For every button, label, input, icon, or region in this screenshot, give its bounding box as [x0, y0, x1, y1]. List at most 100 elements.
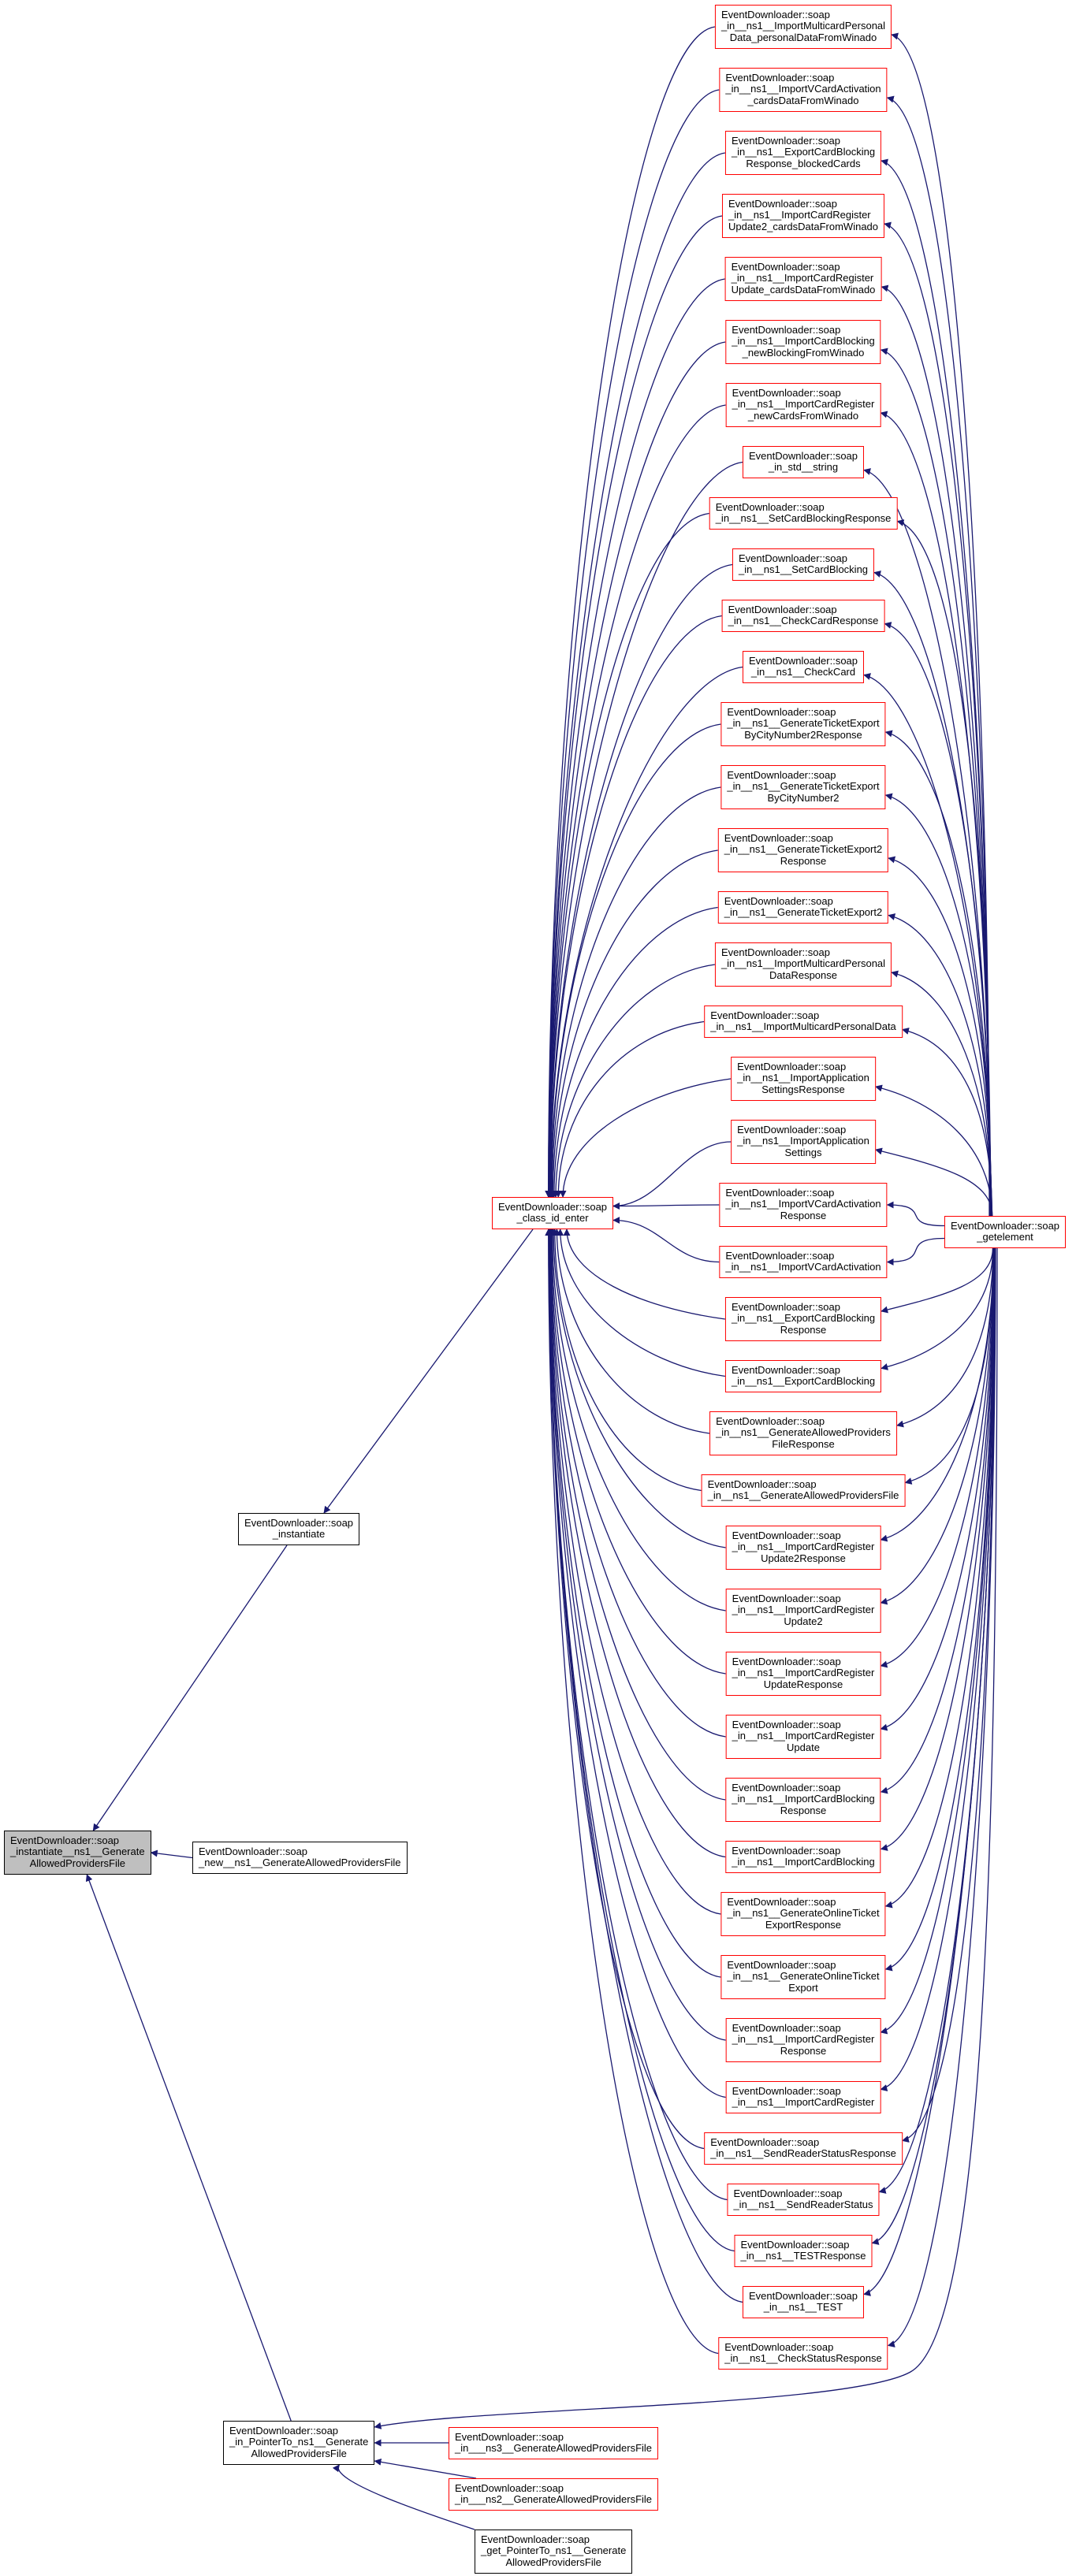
call-edge — [886, 1237, 945, 1266]
node-label-line: Response — [780, 1804, 827, 1816]
node-soap-in-in-ns1-importvcardactivation[interactable]: EventDownloader::soap_in__ns1__ImportVCa… — [719, 1246, 888, 1278]
call-edge — [884, 1247, 996, 1909]
node-soap-getelement[interactable]: EventDownloader::soap_getelement — [944, 1216, 1067, 1248]
node-soap-in-in-ns1-generateticketexport2response[interactable]: EventDownloader::soap_in__ns1__GenerateT… — [717, 828, 889, 872]
node-soap-in-in-ns1-importcardregisterresponse[interactable]: EventDownloader::soap_in__ns1__ImportCar… — [725, 2018, 881, 2062]
node-soap-in-in-ns1-testresponse[interactable]: EventDownloader::soap_in__ns1__TESTRespo… — [734, 2235, 873, 2267]
node-label-line: EventDownloader::soap — [727, 769, 836, 781]
node-soap-in-in-ns1-importcardregisterupdate2response[interactable]: EventDownloader::soap_in__ns1__ImportCar… — [725, 1526, 881, 1570]
node-label-line: EventDownloader::soap — [727, 706, 836, 718]
node-label-line: _in__ns1__GenerateOnlineTicket — [727, 1907, 880, 1920]
node-soap-get-pointer-to-generate-allowed-providers-file[interactable]: EventDownloader::soap_get_PointerTo_ns1_… — [475, 2530, 633, 2574]
node-soap-in-in-ns1-importapplicationsettings[interactable]: EventDownloader::soap_in__ns1__ImportApp… — [731, 1120, 876, 1164]
node-soap-in-pointer-to-generate-allowed-providers-file[interactable]: EventDownloader::soap_in_PointerTo_ns1__… — [223, 2421, 375, 2465]
node-soap-in-in-ns1-generateallowedprovidersfile[interactable]: EventDownloader::soap_in__ns1__GenerateA… — [701, 1474, 906, 1507]
node-soap-in-in-ns1-importcardblocking-newblockingfromwinado[interactable]: EventDownloader::soap_in__ns1__ImportCar… — [725, 320, 881, 364]
node-label-line: EventDownloader::soap — [732, 324, 841, 336]
node-soap-in-in-ns1-importcardblockingresponse[interactable]: EventDownloader::soap_in__ns1__ImportCar… — [725, 1778, 881, 1822]
node-label-line: EventDownloader::soap — [728, 604, 837, 615]
node-soap-in-in-ns1-generateallowedprovidersfileresponse[interactable]: EventDownloader::soap_in__ns1__GenerateA… — [709, 1411, 897, 1455]
node-label-line: _in__ns1__ImportCardRegister — [732, 2096, 875, 2109]
node-label-line: _new__ns1__GenerateAllowedProvidersFile — [199, 1857, 401, 1869]
node-soap-in-in-ns1-importvcardactivation-cardsdatafromwinado[interactable]: EventDownloader::soap_in__ns1__ImportVCa… — [719, 68, 888, 112]
node-label-line: EventDownloader::soap — [732, 1719, 841, 1730]
call-edge — [548, 1229, 726, 1675]
node-label-line: _in__ns1__SendReaderStatus — [733, 2199, 873, 2211]
node-soap-in-in-ns1-test[interactable]: EventDownloader::soap_in__ns1__TEST — [742, 2286, 865, 2318]
node-label-line: _in__ns1__ImportCardBlocking — [732, 1793, 875, 1805]
call-edge — [546, 1229, 726, 1801]
call-edge — [545, 1229, 726, 2098]
node-soap-in-in-ns1-generateticketexport2[interactable]: EventDownloader::soap_in__ns1__GenerateT… — [717, 891, 889, 924]
node-soap-in-in-ns1-importmulticardpersonaldataresponse[interactable]: EventDownloader::soap_in__ns1__ImportMul… — [714, 942, 892, 987]
node-soap-in-in-ns1-importcardregisterupdateresponse[interactable]: EventDownloader::soap_in__ns1__ImportCar… — [725, 1652, 881, 1696]
node-label-line: EventDownloader::soap — [199, 1846, 308, 1857]
node-soap-new-generate-allowed-providers-file[interactable]: EventDownloader::soap_new__ns1__Generate… — [192, 1842, 408, 1874]
node-label-line: _in__ns1__ImportCardBlocking — [732, 335, 875, 348]
call-edge — [545, 461, 743, 1198]
node-label-line: Export — [788, 1981, 818, 1994]
node-soap-in-in-ns1-setcardblocking[interactable]: EventDownloader::soap_in__ns1__SetCardBl… — [732, 548, 875, 581]
node-label-line: _in___ns2__GenerateAllowedProvidersFile — [455, 2493, 653, 2506]
node-label-line: _in__ns1__ImportApplication — [737, 1135, 869, 1147]
node-soap-in-in-ns1-sendreaderstatusresponse[interactable]: EventDownloader::soap_in__ns1__SendReade… — [704, 2132, 903, 2165]
node-label-line: _in_PointerTo_ns1__Generate — [229, 2436, 369, 2448]
node-soap-class-id-enter[interactable]: EventDownloader::soap_class_id_enter — [492, 1197, 614, 1229]
node-soap-in-in-ns1-checkstatusresponse[interactable]: EventDownloader::soap_in__ns1__CheckStat… — [718, 2337, 888, 2370]
node-soap-in-in-ns1-exportcardblocking[interactable]: EventDownloader::soap_in__ns1__ExportCar… — [724, 1360, 882, 1392]
call-edge — [863, 1247, 996, 2296]
node-soap-in-in-ns1-importvcardactivationresponse[interactable]: EventDownloader::soap_in__ns1__ImportVCa… — [719, 1183, 888, 1227]
node-soap-in-in-ns1-importcardregisterupdate-cardsdatafromwinado[interactable]: EventDownloader::soap_in__ns1__ImportCar… — [724, 257, 882, 301]
node-soap-in-in-ns1-importcardregister-newcardsfromwinado[interactable]: EventDownloader::soap_in__ns1__ImportCar… — [725, 383, 881, 427]
node-label-line: EventDownloader::soap — [720, 9, 830, 20]
node-soap-in-in-ns1-sendreaderstatus[interactable]: EventDownloader::soap_in__ns1__SendReade… — [727, 2184, 880, 2216]
node-soap-in-in-ns1-importmulticardpersonaldata-personaldatafromwinado[interactable]: EventDownloader::soap_in__ns1__ImportMul… — [714, 5, 892, 49]
node-label-line: _class_id_enter — [516, 1212, 589, 1225]
call-edge — [896, 519, 992, 1217]
node-soap-in-ns3-generate-allowed-providers-file[interactable]: EventDownloader::soap_in___ns3__Generate… — [449, 2427, 659, 2459]
node-soap-in-in-std-string[interactable]: EventDownloader::soap_in_std__string — [742, 446, 865, 478]
node-label-line: EventDownloader::soap — [733, 2188, 843, 2199]
node-soap-in-in-ns1-checkcardresponse[interactable]: EventDownloader::soap_in__ns1__CheckCard… — [721, 600, 885, 632]
node-soap-in-in-ns1-generateonlineticketexport[interactable]: EventDownloader::soap_in__ns1__GenerateO… — [720, 1955, 886, 1999]
call-edge — [553, 1229, 710, 1434]
node-soap-in-in-ns1-setcardblockingresponse[interactable]: EventDownloader::soap_in__ns1__SetCardBl… — [709, 497, 898, 530]
node-soap-in-in-ns1-importcardregisterupdate2[interactable]: EventDownloader::soap_in__ns1__ImportCar… — [725, 1589, 881, 1633]
call-edge — [887, 1247, 996, 2347]
node-label-line: DataResponse — [769, 968, 837, 981]
call-edge — [880, 1247, 996, 2035]
call-edge — [559, 1078, 732, 1198]
node-soap-in-in-ns1-exportcardblockingresponse[interactable]: EventDownloader::soap_in__ns1__ExportCar… — [724, 1297, 882, 1341]
node-label-line: EventDownloader::soap — [10, 1834, 120, 1846]
node-soap-in-in-ns1-importcardregisterupdate[interactable]: EventDownloader::soap_in__ns1__ImportCar… — [725, 1715, 881, 1759]
call-edge — [545, 1229, 726, 2041]
call-edge — [880, 1247, 996, 2091]
call-edge — [888, 913, 992, 1217]
node-soap-in-in-ns1-checkcard[interactable]: EventDownloader::soap_in__ns1__CheckCard — [742, 651, 865, 683]
node-label-line: Response — [780, 854, 827, 867]
node-soap-in-in-ns1-exportcardblockingresponse-blockedcards[interactable]: EventDownloader::soap_in__ns1__ExportCar… — [724, 131, 882, 175]
node-soap-in-ns2-generate-allowed-providers-file[interactable]: EventDownloader::soap_in___ns2__Generate… — [449, 2478, 659, 2511]
node-label-line: EventDownloader::soap — [731, 1364, 840, 1376]
node-soap-in-in-ns1-generateticketexportbycitynumber2[interactable]: EventDownloader::soap_in__ns1__GenerateT… — [720, 765, 886, 809]
node-label-line: EventDownloader::soap — [732, 1782, 841, 1794]
call-edge — [880, 411, 991, 1217]
node-label-line: _cardsDataFromWinado — [747, 94, 859, 106]
node-soap-in-in-ns1-generateonlineticketexportresponse[interactable]: EventDownloader::soap_in__ns1__GenerateO… — [720, 1892, 886, 1936]
node-soap-in-in-ns1-importcardregisterupdate2-cardsdatafromwinado[interactable]: EventDownloader::soap_in__ns1__ImportCar… — [721, 194, 885, 238]
node-soap-instantiate[interactable]: EventDownloader::soap_instantiate — [238, 1513, 360, 1545]
node-label-line: UpdateResponse — [763, 1678, 843, 1690]
call-edge — [547, 1229, 726, 1738]
node-label-line: _in__ns1__ImportVCardActivation — [725, 1198, 881, 1210]
node-label-line: _in__ns1__ImportVCardActivation — [725, 83, 881, 95]
node-soap-in-in-ns1-importapplicationsettingsresponse[interactable]: EventDownloader::soap_in__ns1__ImportApp… — [731, 1057, 876, 1101]
node-soap-in-in-ns1-generateticketexportbycitynumber2response[interactable]: EventDownloader::soap_in__ns1__GenerateT… — [720, 702, 886, 746]
node-soap-in-in-ns1-importcardblocking[interactable]: EventDownloader::soap_in__ns1__ImportCar… — [725, 1841, 881, 1873]
node-label-line: Update2 — [784, 1615, 823, 1627]
node-soap-in-in-ns1-importmulticardpersonaldata[interactable]: EventDownloader::soap_in__ns1__ImportMul… — [704, 1005, 903, 1038]
call-edge — [901, 1028, 993, 1217]
node-soap-in-in-ns1-importcardregister[interactable]: EventDownloader::soap_in__ns1__ImportCar… — [725, 2081, 881, 2113]
node-label-line: AllowedProvidersFile — [29, 1857, 125, 1869]
node-label-line: EventDownloader::soap — [738, 552, 847, 564]
